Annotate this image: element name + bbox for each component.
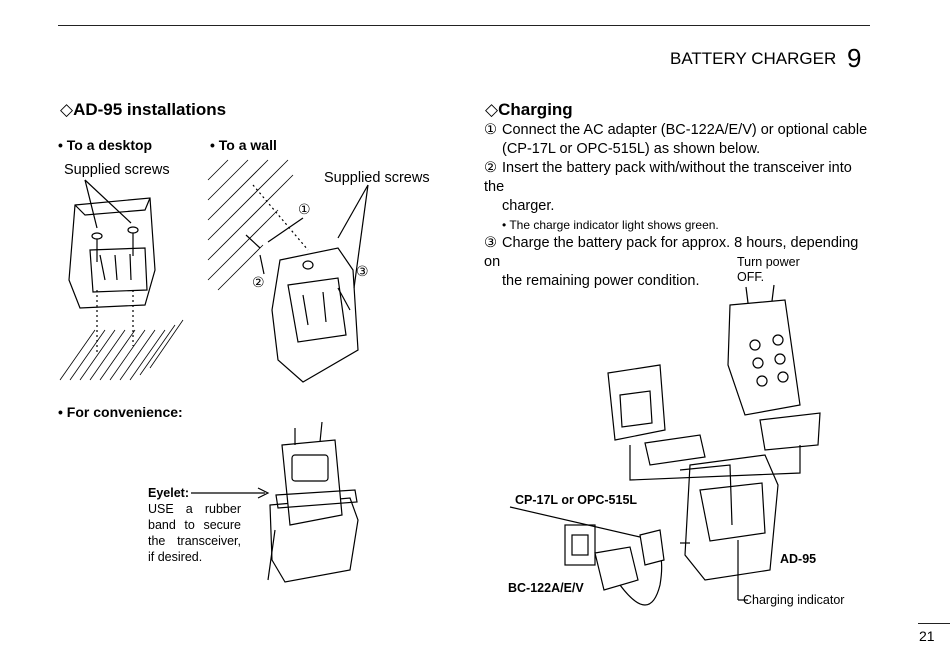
step-2-cont: charger. (502, 198, 555, 214)
step-1-text: Connect the AC adapter (BC-122A/E/V) or … (502, 122, 868, 138)
step-1-num: ① (484, 122, 497, 138)
wall-step-mark-2: ② (252, 275, 265, 291)
turn-power-line-2: OFF. (737, 270, 765, 284)
eyelet-line-2: band to secure (148, 518, 241, 532)
charging-cable-plug (639, 529, 665, 566)
convenience-illustration (191, 421, 359, 583)
wall-screw-right (337, 287, 351, 311)
desktop-heading: • To a desktop (58, 137, 153, 153)
charging-ac-adapter (594, 546, 639, 591)
desktop-screw-left (91, 232, 103, 262)
adapter-label: BC-122A/E/V (508, 581, 584, 595)
ad95-label: AD-95 (780, 552, 817, 566)
step-3-num: ③ (484, 235, 497, 251)
eyelet-note: Eyelet: USE a rubber band to secure the … (148, 485, 241, 565)
wall-heading: • To a wall (210, 137, 277, 153)
charging-transceiver (727, 299, 801, 416)
charging-wall-socket (564, 524, 596, 566)
step-3-text: Charge the battery pack for approx. 8 ho… (484, 235, 859, 270)
chapter-title-text: BATTERY CHARGER (670, 49, 837, 68)
convenience-radio (281, 439, 343, 526)
eyelet-line-1: USE a rubber (148, 502, 241, 516)
charging-spacer (759, 412, 821, 451)
charging-adapter-plate (644, 434, 706, 466)
desktop-surface-hatch (59, 319, 184, 381)
installations-title: ◇AD-95 installations (60, 100, 227, 119)
step-3-cont: the remaining power condition. (502, 273, 700, 289)
step-2-num: ② (484, 160, 497, 176)
step-2-text: Insert the battery pack with/without the… (484, 160, 852, 195)
footer-rule (918, 623, 950, 624)
turn-power-line-1: Turn power (737, 255, 800, 269)
wall-screws-label: Supplied screws (324, 170, 430, 186)
charging-battery-pack (607, 364, 666, 441)
charging-steps: ① Connect the AC adapter (BC-122A/E/V) or… (484, 121, 874, 291)
wall-hatch (207, 159, 294, 291)
desktop-screw-right (127, 226, 139, 256)
page-number: 21 (919, 628, 935, 644)
wall-install-illustration: ① ② ③ (207, 159, 369, 383)
charging-indicator-label: Charging indicator (743, 593, 845, 607)
charging-illustration (509, 284, 821, 606)
step-1-cont: (CP-17L or OPC-515L) as shown below. (502, 141, 761, 157)
convenience-heading: • For convenience: (58, 404, 183, 420)
eyelet-line-3: the transceiver, (148, 534, 241, 548)
charging-title: ◇Charging (485, 100, 573, 119)
desktop-install-illustration (59, 179, 184, 381)
wall-charger-body (271, 247, 359, 383)
turn-power-label: Turn power OFF. (737, 255, 800, 285)
wall-screw (245, 234, 261, 249)
wall-step-mark-1: ① (298, 202, 311, 218)
step-1: ① Connect the AC adapter (BC-122A/E/V) or… (484, 121, 874, 159)
chapter-number: 9 (847, 43, 862, 73)
desktop-screws-label: Supplied screws (64, 162, 170, 178)
eyelet-title: Eyelet: (148, 486, 189, 500)
header-rule (58, 25, 870, 26)
chapter-title: BATTERY CHARGER 9 (670, 40, 862, 73)
wall-step-mark-3: ③ (356, 264, 369, 280)
eyelet-line-4: if desired. (148, 550, 203, 564)
cable-label: CP-17L or OPC-515L (515, 493, 638, 507)
step-2-note: • The charge indicator light shows green… (502, 218, 719, 232)
